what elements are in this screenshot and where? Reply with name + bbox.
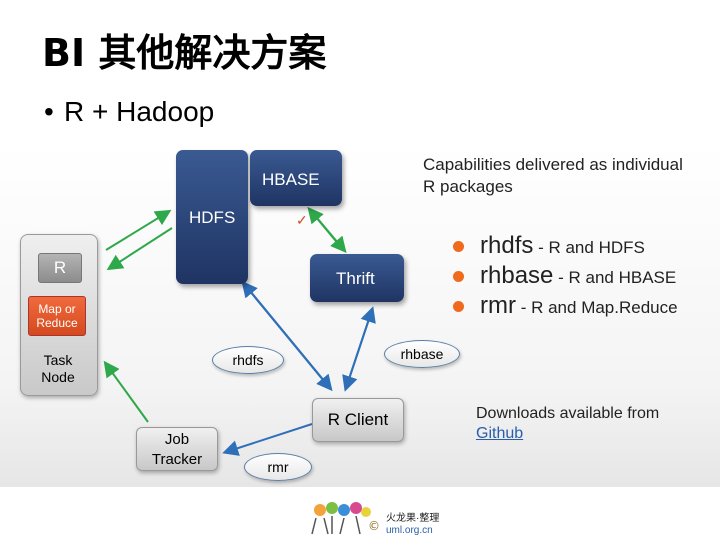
uml-logo-icon: ©: [311, 502, 380, 535]
package-name: rhbase: [480, 262, 554, 289]
rhbase-oval: rhbase: [384, 340, 460, 368]
footer-text2: uml.org.cn: [386, 525, 433, 536]
hbase-label: HBASE: [262, 170, 320, 189]
package-item: rhdfs - R and HDFS: [453, 232, 645, 260]
thrift-box: [310, 254, 404, 302]
package-desc: - R and Map.Reduce: [520, 298, 678, 317]
hdfs-box: [176, 150, 248, 284]
task-node-line1: Task: [43, 352, 73, 368]
svg-text:©: ©: [368, 519, 380, 533]
r-box: R: [38, 253, 82, 283]
capabilities-line1: Capabilities delivered as individual: [423, 155, 683, 174]
main-bullet: • R + Hadoop: [44, 96, 214, 128]
bullet-dot-icon: [453, 241, 464, 252]
github-link[interactable]: Github: [476, 425, 524, 442]
arrow-hdfs-to-r: [106, 227, 173, 271]
hdfs-label: HDFS: [189, 208, 236, 227]
bullet-dot-icon: [453, 301, 464, 312]
package-item: rmr - R and Map.Reduce: [453, 292, 678, 320]
arrow-jobtracker-tasknode: [103, 360, 149, 423]
footer-text1: 火龙果·整理: [386, 513, 440, 524]
rhdfs-oval: rhdfs: [212, 346, 284, 374]
arrow-thrift-rclient: [342, 309, 373, 392]
package-name: rmr: [480, 292, 516, 319]
package-desc: - R and HBASE: [558, 268, 677, 287]
arrow-thrift-hbase: [307, 206, 341, 247]
capabilities-text: Capabilities delivered as individual R pa…: [423, 154, 683, 198]
rmr-oval: rmr: [244, 453, 312, 481]
capabilities-line2: R packages: [423, 177, 513, 196]
job-tracker-line1: Job: [164, 431, 190, 448]
slide-title: BI 其他解决方案: [42, 31, 327, 75]
task-node-line2: Node: [41, 369, 75, 385]
bullet-dot-icon: [453, 271, 464, 282]
hbase-mark-icon: ✓: [296, 212, 308, 228]
arrow-rclient-hdfs: [241, 280, 329, 387]
main-bullet-text: R + Hadoop: [64, 96, 215, 127]
map-or-reduce-line1: Map or: [38, 302, 76, 316]
r-client-box: R Client: [312, 398, 404, 442]
arrow-rclient-jobtracker: [222, 423, 313, 456]
package-desc: - R and HDFS: [538, 238, 645, 257]
arrow-r-to-hdfs: [105, 209, 172, 251]
hbase-box: [250, 150, 342, 206]
thrift-label: Thrift: [336, 269, 375, 288]
package-item: rhbase - R and HBASE: [453, 262, 676, 290]
downloads-label: Downloads available from: [476, 405, 660, 422]
job-tracker-line2: Tracker: [151, 451, 203, 468]
map-or-reduce-line2: Reduce: [36, 316, 78, 330]
bullet-dot-icon: •: [44, 96, 54, 127]
package-name: rhdfs: [480, 232, 534, 259]
